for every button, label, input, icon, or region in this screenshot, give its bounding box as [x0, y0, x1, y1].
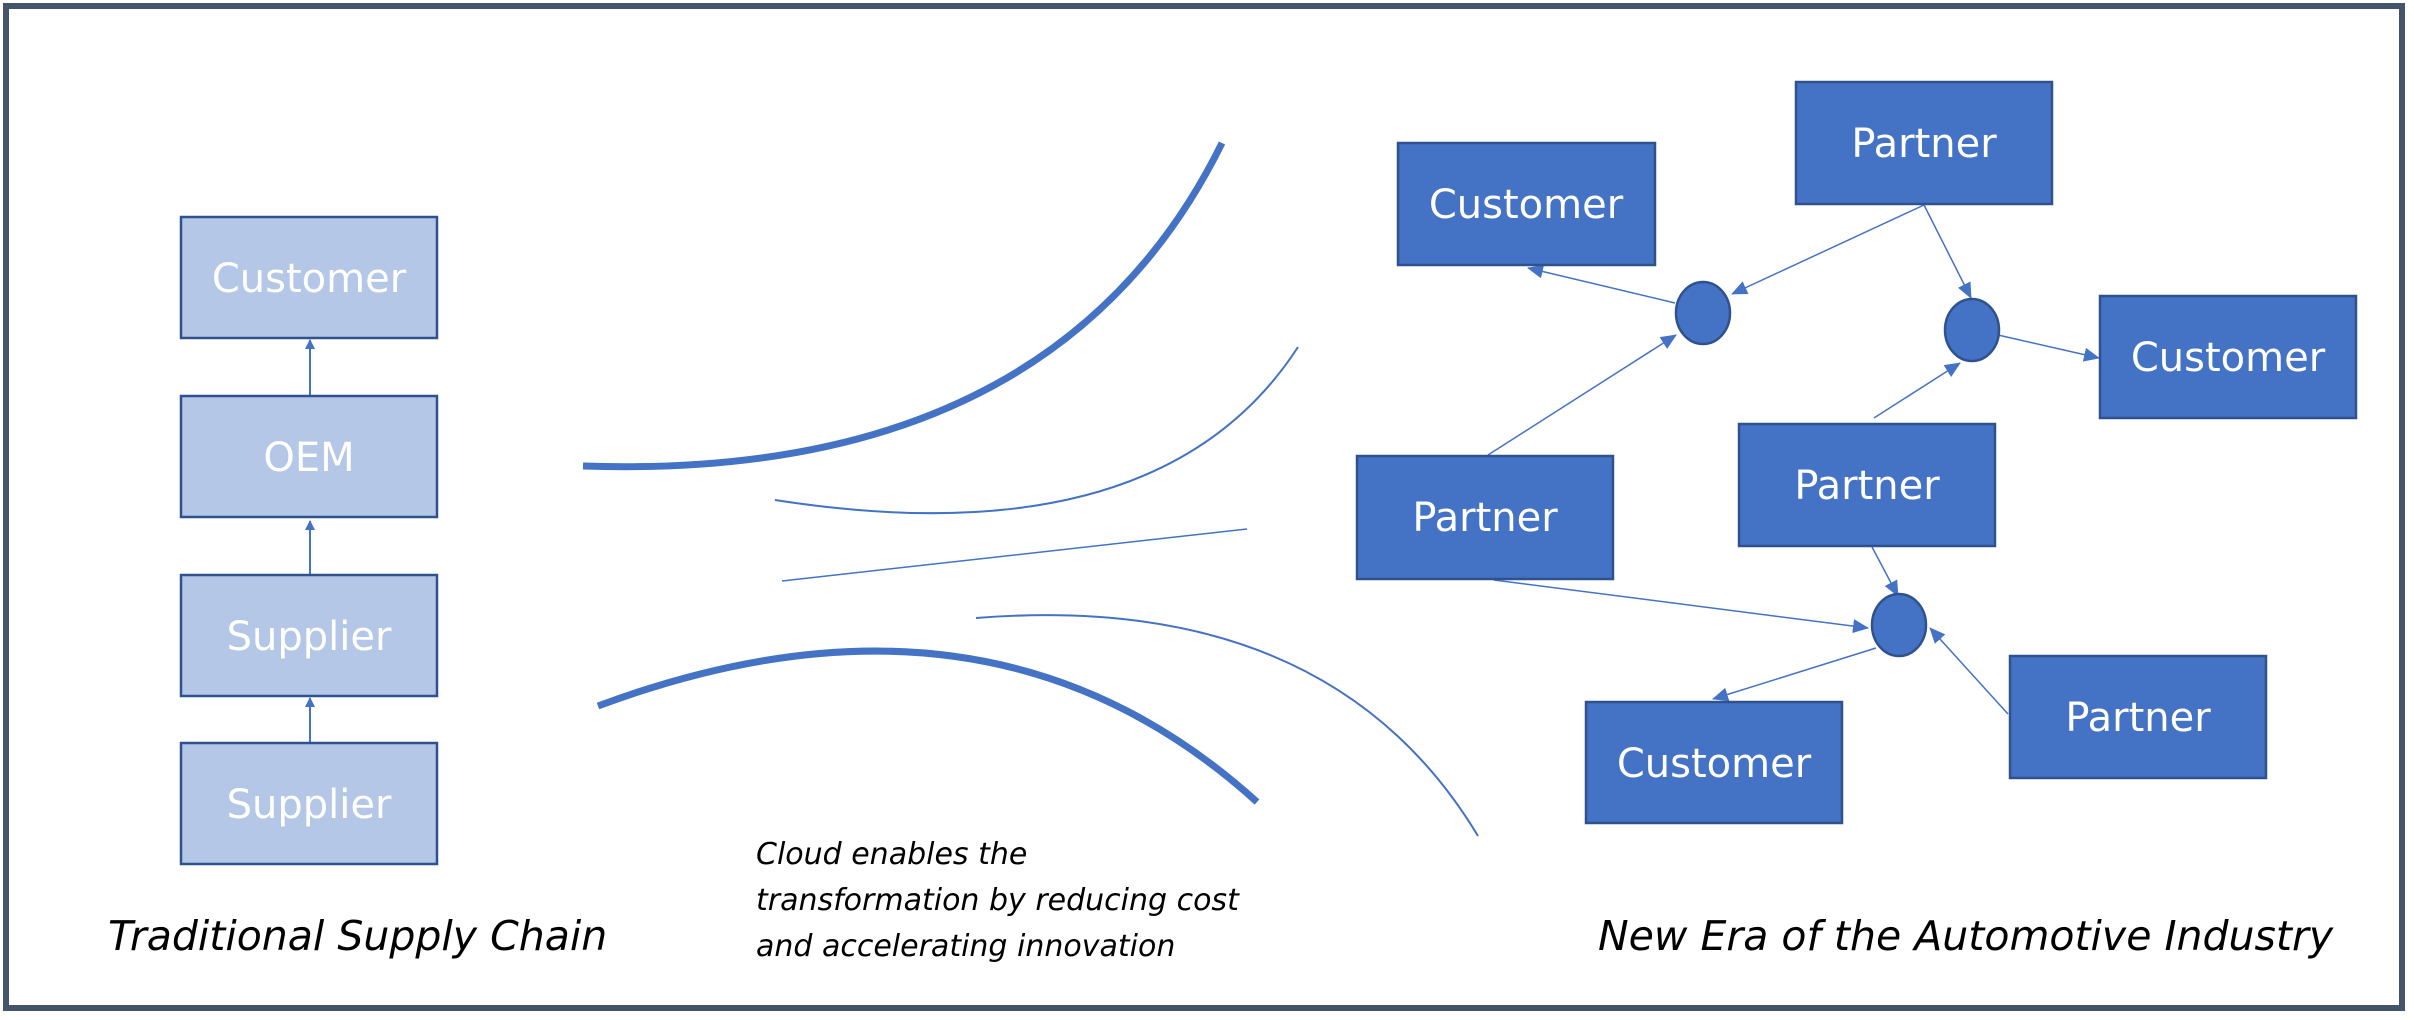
curve-upper-thin: [774, 346, 1299, 515]
new-era-hubs: [1674, 280, 2001, 658]
node-partner-2: Partner: [1737, 422, 1997, 548]
edge-partner-1-to-hub1: [1731, 204, 1925, 295]
transformation-caption: Cloud enables the transformation by redu…: [756, 832, 1239, 970]
edge-hub3-to-customer-3: [1712, 647, 1877, 702]
edge-hub1-to-customer-1: [1527, 264, 1676, 304]
edge-partner-2-to-hub3: [1871, 546, 1899, 597]
trad-box-oem-label: OEM: [263, 435, 354, 481]
trad-box-supplier-1-label: Supplier: [227, 614, 392, 660]
traditional-caption: Traditional Supply Chain: [108, 912, 608, 960]
edge-partner-2-to-hub2: [1873, 362, 1961, 419]
edge-hub2-to-customer-2: [1997, 334, 2100, 362]
node-customer-2: Customer: [2098, 294, 2358, 420]
node-customer-1-label: Customer: [1429, 182, 1624, 228]
edge-partner-1-to-hub2: [1923, 204, 1972, 299]
node-partner-4: Partner: [2008, 654, 2268, 780]
node-partner-1: Partner: [1794, 80, 2054, 206]
node-customer-3: Customer: [1584, 700, 1844, 825]
trad-box-supplier-2: Supplier: [179, 741, 439, 866]
curve-lower-thin: [975, 614, 1479, 837]
node-partner-1-label: Partner: [1851, 121, 1997, 167]
edge-partner-4-to-hub3: [1929, 627, 2009, 715]
trad-box-customer: Customer: [179, 215, 439, 340]
trad-box-supplier-2-label: Supplier: [227, 782, 392, 828]
node-partner-3-label: Partner: [1412, 495, 1558, 541]
transformation-caption-line-2: transformation by reducing cost: [756, 883, 1239, 918]
trad-box-customer-label: Customer: [212, 256, 407, 302]
node-partner-2-label: Partner: [1794, 463, 1940, 509]
edge-partner-3-to-hub1: [1487, 334, 1677, 456]
new-era-boxes: Customer Partner Customer Partner Partne…: [1355, 80, 2358, 825]
new-era-connections: [1487, 204, 2100, 715]
node-customer-2-label: Customer: [2131, 335, 2326, 381]
diagram-frame: [3, 3, 2405, 1011]
transformation-curves: [582, 141, 1479, 837]
new-era-caption: New Era of the Automotive Industry: [1598, 912, 2334, 960]
transformation-caption-line-1: Cloud enables the: [756, 837, 1028, 872]
curve-upper-thick: [582, 141, 1226, 471]
node-customer-1: Customer: [1396, 141, 1657, 267]
curve-lower-thick: [596, 647, 1260, 805]
curve-middle-straight: [781, 528, 1248, 582]
edge-partner-3-to-hub3: [1493, 579, 1869, 634]
trad-box-supplier-1: Supplier: [179, 573, 439, 698]
node-partner-4-label: Partner: [2065, 695, 2211, 741]
node-customer-3-label: Customer: [1617, 741, 1812, 787]
node-partner-3: Partner: [1355, 454, 1615, 581]
trad-box-oem: OEM: [179, 394, 439, 519]
traditional-chain: Customer OEM Supplier Supplier: [179, 215, 439, 866]
hub-3: [1870, 592, 1928, 658]
hub-2: [1943, 297, 2001, 363]
hub-1: [1674, 280, 1732, 346]
transformation-caption-line-3: and accelerating innovation: [756, 929, 1176, 964]
